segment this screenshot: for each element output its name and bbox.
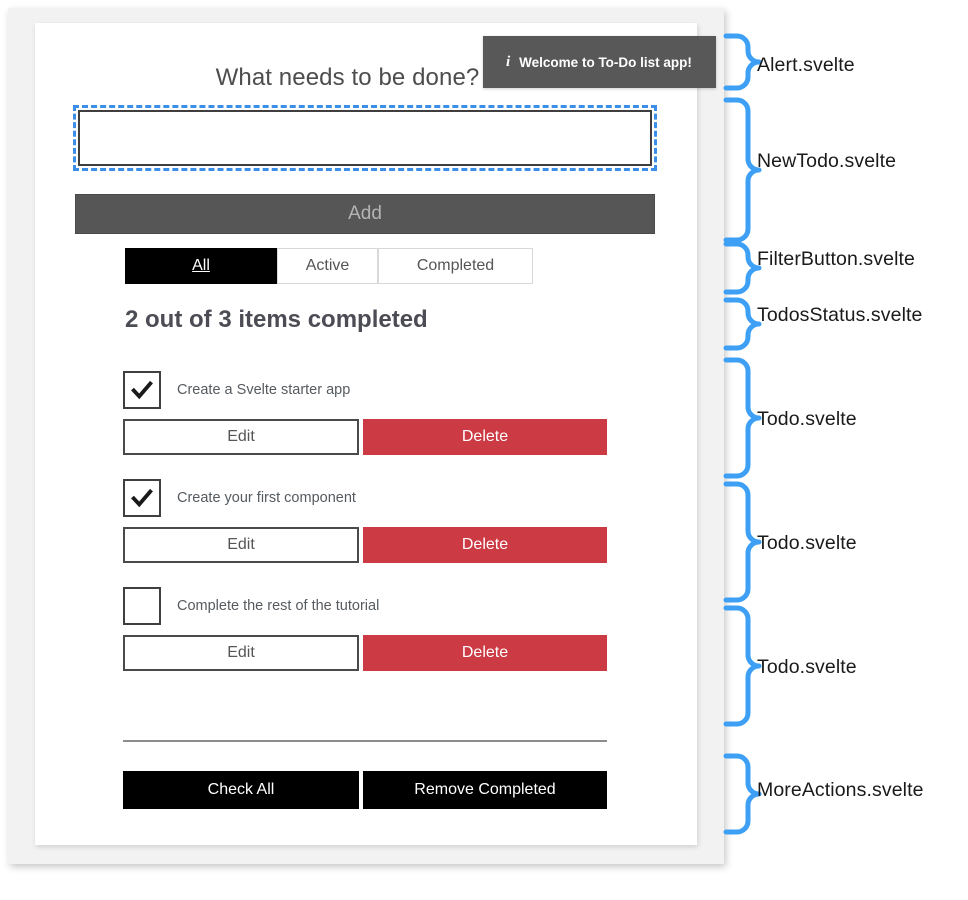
annotation-brace — [723, 605, 762, 727]
todo-checkbox-unchecked[interactable] — [123, 587, 161, 625]
annotation-label: MoreActions.svelte — [757, 779, 924, 801]
annotation-brace — [723, 357, 762, 479]
annotation-label: TodosStatus.svelte — [757, 304, 923, 326]
annotation-brace — [723, 241, 762, 295]
annotation-label: Todo.svelte — [757, 656, 857, 678]
new-todo-input[interactable] — [73, 105, 657, 171]
edit-button[interactable]: Edit — [123, 527, 359, 563]
alert-banner[interactable]: i Welcome to To-Do list app! — [483, 36, 716, 88]
more-actions-group: Check All Remove Completed — [123, 771, 607, 809]
annotation-label: FilterButton.svelte — [757, 248, 915, 270]
edit-button[interactable]: Edit — [123, 635, 359, 671]
todo-row: Complete the rest of the tutorial — [123, 585, 607, 627]
alert-message: Welcome to To-Do list app! — [519, 54, 692, 70]
delete-button[interactable]: Delete — [363, 527, 607, 563]
check-all-button[interactable]: Check All — [123, 771, 359, 809]
todo-list: Create a Svelte starter app Edit Delete … — [123, 369, 607, 693]
edit-button[interactable]: Edit — [123, 419, 359, 455]
annotation-brace — [723, 753, 762, 835]
filter-button-all[interactable]: All — [125, 248, 277, 284]
info-icon: i — [506, 53, 511, 70]
filter-button-active[interactable]: Active — [277, 248, 378, 284]
page-title: What needs to be done? — [215, 64, 480, 91]
annotation-brace — [723, 97, 762, 243]
filter-button-group: All Active Completed — [125, 248, 533, 284]
annotation-label: Todo.svelte — [757, 408, 857, 430]
annotation-label: Alert.svelte — [757, 54, 855, 76]
list-item: Create your first component Edit Delete — [123, 477, 607, 563]
filter-button-completed[interactable]: Completed — [378, 248, 533, 284]
todo-row: Create your first component — [123, 477, 607, 519]
todo-label: Complete the rest of the tutorial — [177, 598, 380, 614]
delete-button[interactable]: Delete — [363, 635, 607, 671]
remove-completed-button[interactable]: Remove Completed — [363, 771, 607, 809]
check-icon — [131, 488, 153, 508]
annotation-brace — [723, 297, 762, 351]
annotation-brace — [723, 33, 762, 91]
todo-checkbox-checked[interactable] — [123, 479, 161, 517]
divider — [123, 740, 607, 742]
list-item: Create a Svelte starter app Edit Delete — [123, 369, 607, 455]
todo-actions: Edit Delete — [123, 419, 607, 455]
delete-button[interactable]: Delete — [363, 419, 607, 455]
annotation-label: NewTodo.svelte — [757, 150, 897, 172]
todo-actions: Edit Delete — [123, 527, 607, 563]
todo-checkbox-checked[interactable] — [123, 371, 161, 409]
check-icon — [131, 380, 153, 400]
annotation-label: Todo.svelte — [757, 532, 857, 554]
todo-row: Create a Svelte starter app — [123, 369, 607, 411]
annotation-brace — [723, 481, 762, 603]
todos-status-heading: 2 out of 3 items completed — [125, 306, 428, 333]
list-item: Complete the rest of the tutorial Edit D… — [123, 585, 607, 671]
todo-actions: Edit Delete — [123, 635, 607, 671]
todo-label: Create your first component — [177, 490, 356, 506]
todo-label: Create a Svelte starter app — [177, 382, 351, 398]
add-todo-button[interactable]: Add — [75, 194, 655, 234]
